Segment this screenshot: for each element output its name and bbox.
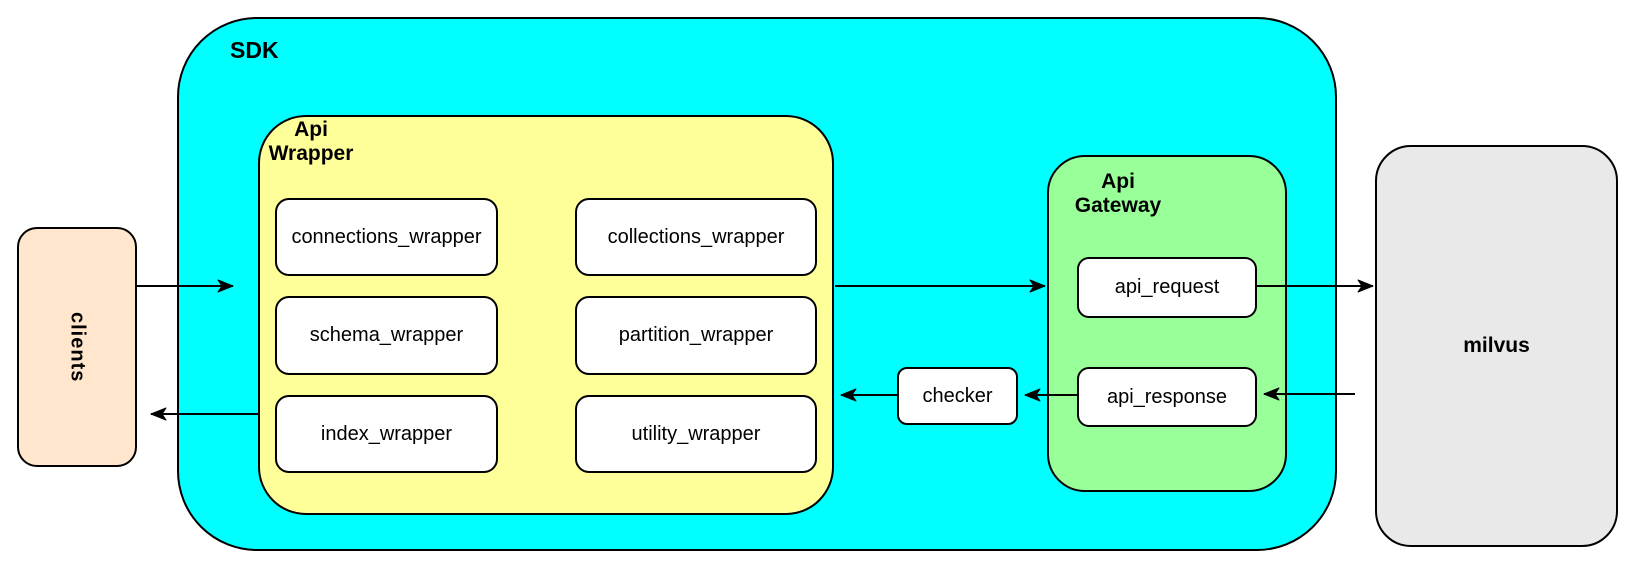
checker-label: checker [922, 384, 993, 407]
api-response-node: api_response [1077, 367, 1257, 427]
utility-wrapper-node: utility_wrapper [575, 395, 817, 473]
checker-node: checker [897, 367, 1018, 425]
connections-wrapper-label: connections_wrapper [291, 225, 482, 248]
clients-node: clients [17, 227, 137, 467]
partition-wrapper-node: partition_wrapper [575, 296, 817, 375]
api-wrapper-label: Api Wrapper [268, 118, 354, 165]
sdk-label: SDK [230, 37, 279, 63]
index-wrapper-label: index_wrapper [320, 422, 453, 445]
utility-wrapper-label: utility_wrapper [631, 422, 761, 445]
milvus-node: milvus [1375, 145, 1618, 547]
milvus-label: milvus [1463, 334, 1530, 357]
api-response-label: api_response [1106, 385, 1228, 408]
api-request-label: api_request [1114, 276, 1220, 298]
api-gateway-container [1047, 155, 1287, 492]
connections-wrapper-node: connections_wrapper [275, 198, 498, 276]
clients-label: clients [66, 311, 89, 383]
api-gateway-label: Api Gateway [1074, 170, 1162, 217]
api-request-node: api_request [1077, 257, 1257, 318]
schema-wrapper-label: schema_wrapper [309, 324, 464, 346]
index-wrapper-node: index_wrapper [275, 395, 498, 473]
schema-wrapper-node: schema_wrapper [275, 296, 498, 375]
collections-wrapper-label: collections_wrapper [607, 225, 785, 248]
collections-wrapper-node: collections_wrapper [575, 198, 817, 276]
partition-wrapper-label: partition_wrapper [618, 324, 774, 346]
